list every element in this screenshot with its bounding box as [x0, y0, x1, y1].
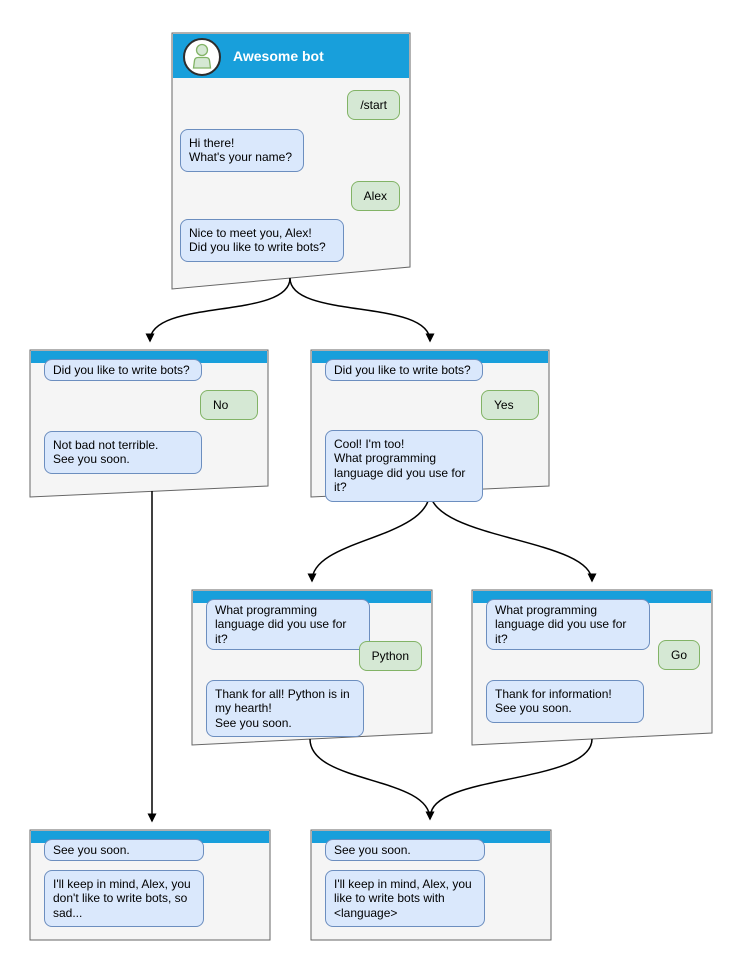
- bot-avatar-person-icon: [183, 38, 221, 76]
- bot-message-bubble: Cool! I'm too! What programming language…: [325, 430, 483, 502]
- user-message-bubble: /start: [347, 90, 400, 121]
- bot-message-bubble: Hi there! What's your name?: [180, 129, 304, 172]
- user-message-bubble: No: [200, 390, 258, 421]
- chat-window-end-yes: See you soon. I'll keep in mind, Alex, y…: [311, 830, 551, 940]
- edge-root-to-no: [145, 277, 291, 343]
- edge-root-to-yes: [289, 277, 435, 343]
- bot-message-bubble: Did you like to write bots?: [325, 359, 483, 382]
- user-message-bubble: Python: [358, 641, 422, 672]
- bot-message-bubble: I'll keep in mind, Alex, you like to wri…: [325, 870, 485, 928]
- edge-go-to-end: [429, 738, 593, 817]
- chat-window-branch-go: What programming language did you use fo…: [472, 590, 712, 743]
- user-message-bubble: Go: [657, 640, 700, 671]
- bot-message-bubble: See you soon.: [44, 839, 204, 862]
- bot-message-bubble: I'll keep in mind, Alex, you don't like …: [44, 870, 204, 928]
- chat-window-title: Awesome bot: [233, 48, 324, 64]
- bot-message-bubble: What programming language did you use fo…: [206, 599, 370, 651]
- bot-message-bubble: Did you like to write bots?: [44, 359, 202, 382]
- edge-yes-to-go: [429, 490, 597, 583]
- chat-window-root: Awesome bot /start Hi there! What's your…: [172, 33, 410, 289]
- chat-window-branch-python: What programming language did you use fo…: [192, 590, 432, 743]
- bot-message-bubble: Nice to meet you, Alex! Did you like to …: [180, 219, 344, 262]
- bot-message-bubble: What programming language did you use fo…: [486, 599, 650, 651]
- bot-message-bubble: Thank for all! Python is in my hearth! S…: [206, 680, 364, 738]
- chat-window-end-no: See you soon. I'll keep in mind, Alex, y…: [30, 830, 270, 940]
- bot-message-bubble: Thank for information! See you soon.: [486, 680, 644, 723]
- chat-window-branch-yes: Did you like to write bots? Yes Cool! I'…: [311, 350, 549, 502]
- user-message-bubble: Alex: [350, 181, 400, 212]
- bot-message-bubble: Not bad not terrible. See you soon.: [44, 431, 202, 474]
- chat-window-root-header: Awesome bot: [173, 34, 409, 78]
- chat-window-branch-no: Did you like to write bots? No Not bad n…: [30, 350, 268, 495]
- edge-python-to-end: [309, 738, 435, 821]
- user-message-bubble: Yes: [481, 390, 539, 421]
- edge-yes-to-python: [307, 490, 431, 583]
- bot-message-bubble: See you soon.: [325, 839, 485, 862]
